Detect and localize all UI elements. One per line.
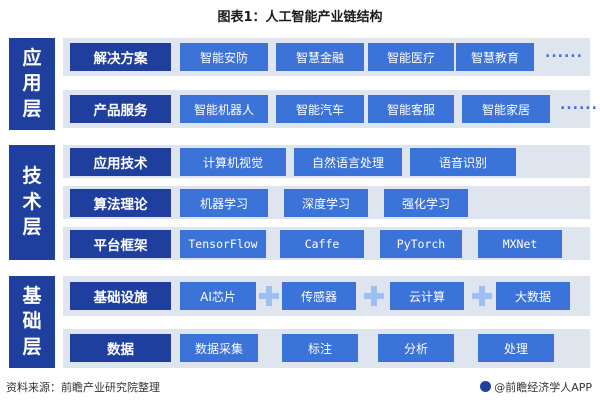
item-smart-security: 智能安防	[180, 43, 268, 71]
item-smart-medical: 智能医疗	[368, 43, 454, 71]
category-infrastructure: 基础设施	[70, 282, 171, 310]
item-annotation: 标注	[282, 334, 358, 362]
item-data-collection: 数据采集	[180, 334, 258, 362]
item-smart-car: 智能汽车	[276, 95, 364, 123]
category-solutions: 解决方案	[70, 43, 171, 71]
item-smart-home: 智能家居	[462, 95, 550, 123]
layer-technology: 技术层	[9, 145, 55, 260]
footer-source: 资料来源：前瞻产业研究院整理	[6, 381, 160, 394]
item-caffe: Caffe	[280, 230, 364, 258]
chart-title: 图表1：人工智能产业链结构	[217, 10, 383, 25]
plus-icon	[472, 286, 492, 306]
item-mxnet: MXNet	[478, 230, 562, 258]
plus-icon	[364, 286, 384, 306]
category-platform: 平台框架	[70, 230, 171, 258]
item-pytorch: PyTorch	[380, 230, 462, 258]
item-computer-vision: 计算机视觉	[180, 148, 286, 176]
category-products: 产品服务	[70, 95, 171, 123]
item-machine-learning: 机器学习	[180, 189, 268, 217]
more-dots-solutions: ......	[545, 45, 583, 61]
item-smart-customer-service: 智能客服	[368, 95, 454, 123]
category-data: 数据	[70, 334, 171, 362]
item-smart-education: 智慧教育	[456, 43, 534, 71]
item-nlp: 自然语言处理	[294, 148, 402, 176]
category-algorithm: 算法理论	[70, 189, 171, 217]
brand-logo-icon	[480, 381, 492, 392]
item-big-data: 大数据	[496, 282, 570, 310]
footer-brand: @前瞻经济学人APP	[480, 379, 592, 395]
plus-icon	[259, 286, 279, 306]
layer-foundation: 基础层	[9, 276, 55, 368]
more-dots-products: ......	[560, 97, 598, 113]
layer-application: 应用层	[9, 38, 55, 130]
item-speech-recognition: 语音识别	[410, 148, 516, 176]
item-reinforcement-learning: 强化学习	[384, 189, 468, 217]
category-app-tech: 应用技术	[70, 148, 171, 176]
item-sensor: 传感器	[282, 282, 356, 310]
item-deep-learning: 深度学习	[284, 189, 368, 217]
item-analysis: 分析	[378, 334, 454, 362]
item-cloud-computing: 云计算	[390, 282, 464, 310]
item-tensorflow: TensorFlow	[180, 230, 266, 258]
item-ai-chip: AI芯片	[180, 282, 256, 310]
item-smart-finance: 智慧金融	[276, 43, 364, 71]
item-processing: 处理	[478, 334, 554, 362]
item-smart-robot: 智能机器人	[180, 95, 268, 123]
footer-brand-text: @前瞻经济学人APP	[494, 381, 592, 394]
